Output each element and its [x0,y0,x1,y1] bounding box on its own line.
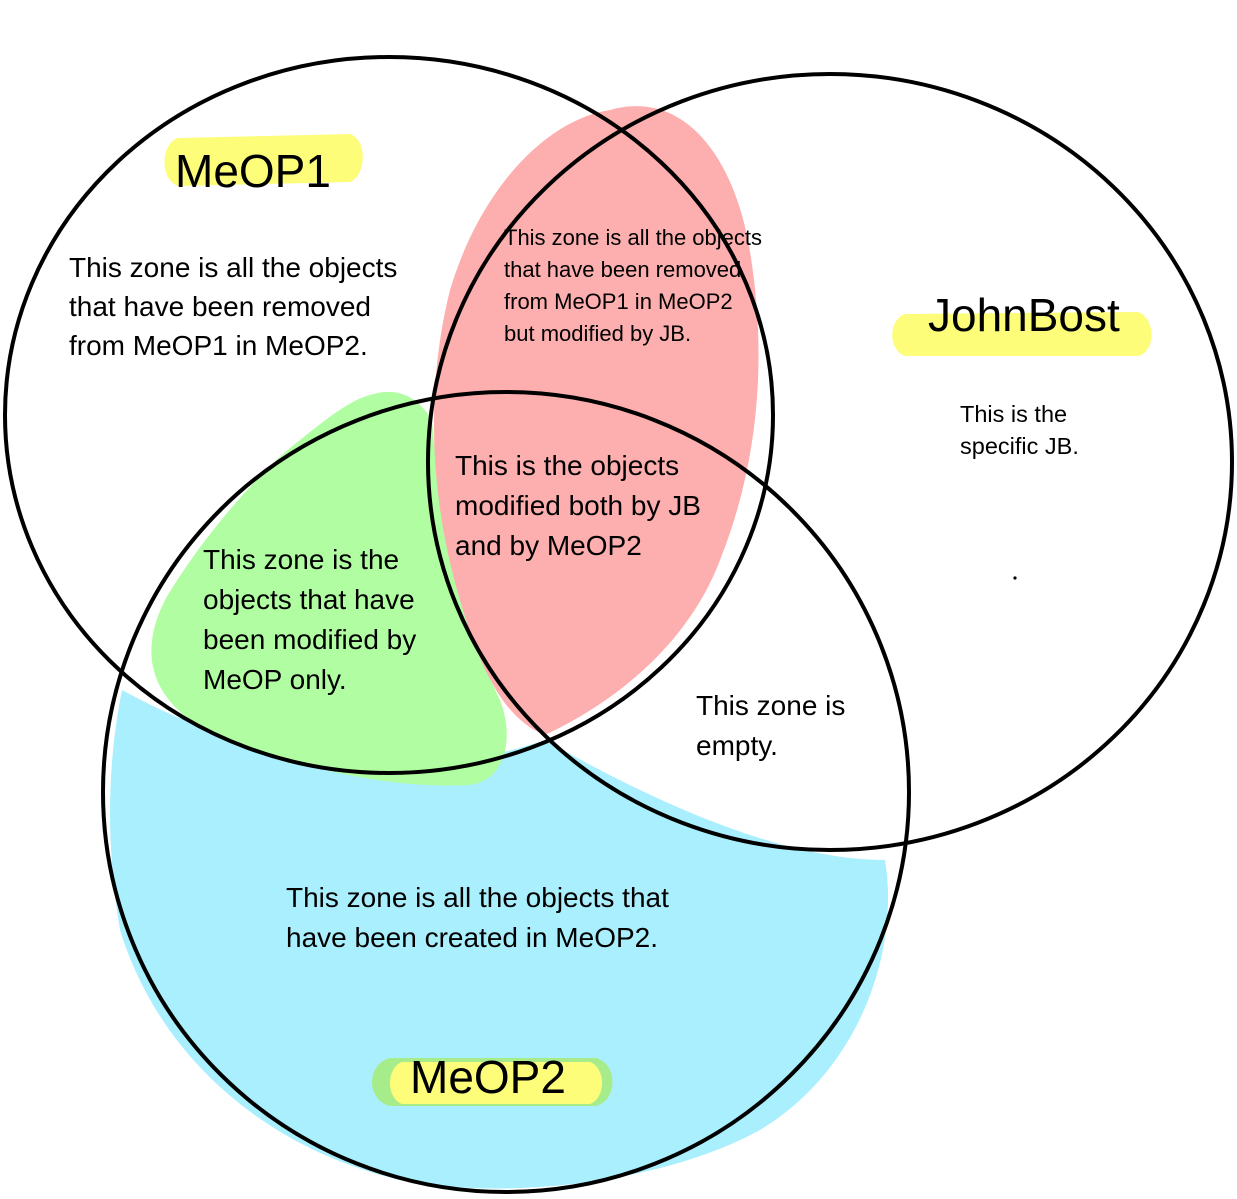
meop2-title: MeOP2 [410,1051,566,1103]
meop2-title-highlight [390,1062,602,1104]
johnbost-title-highlight [892,312,1152,356]
zone-meop1-meop2-text: This zone is the objects that have been … [203,544,417,695]
zone-johnbost-meop2-text: This zone is empty. [696,690,846,761]
stray-dot [1013,576,1017,580]
johnbost-title: JohnBost [928,289,1120,341]
meop2-circle [101,390,911,1194]
meop1-title: MeOP1 [175,145,331,197]
meop1-johnbost-fill [433,106,759,736]
meop1-circle [3,55,775,775]
meop2-only-fill [110,690,889,1189]
zone-meop1-only-text: This zone is all the objects that have b… [69,252,398,361]
johnbost-circle [426,72,1234,852]
zone-all-three-text: This is the objects modified both by JB … [455,450,701,561]
meop1-meop2-fill [151,391,507,786]
meop1-title-highlight [164,134,363,186]
zone-meop1-johnbost-text: This zone is all the objects that have b… [504,225,763,346]
zone-meop2-only-text: This zone is all the objects that have b… [286,882,669,953]
zone-johnbost-only-text: This is the specific JB. [960,401,1079,459]
